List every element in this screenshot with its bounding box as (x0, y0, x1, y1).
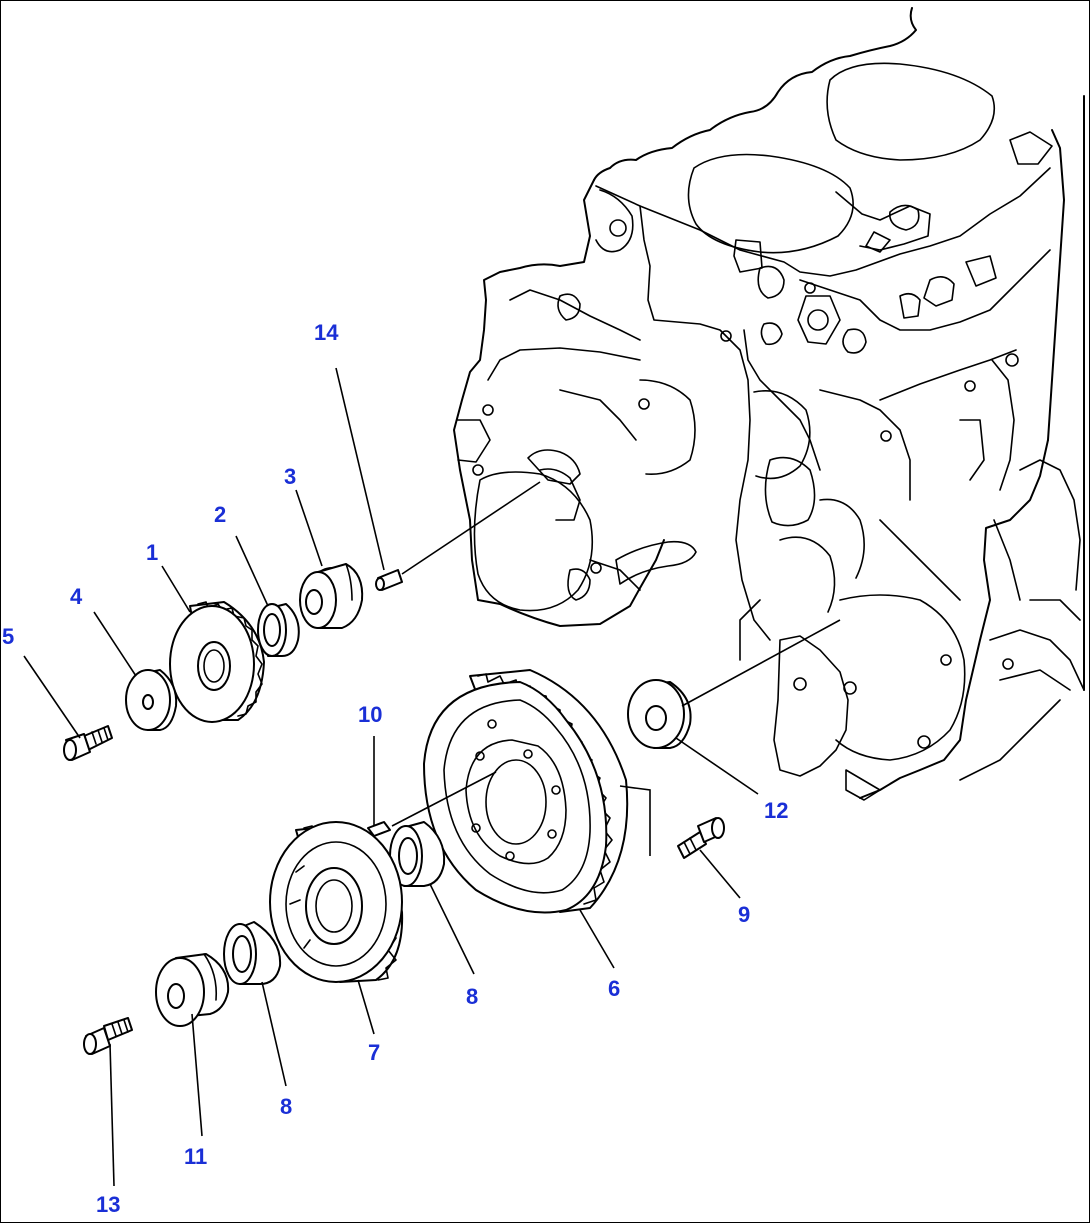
assembly-lines (391, 481, 841, 856)
part-8-bushing-upper (389, 821, 446, 887)
callout-5: 5 (2, 624, 14, 649)
callout-3: 3 (284, 464, 296, 489)
callout-13: 13 (96, 1192, 120, 1217)
callout-10: 10 (358, 702, 382, 727)
part-3-idler-shaft (299, 563, 364, 629)
part-9-bolt (677, 817, 725, 859)
part-1-idler-gear (169, 601, 265, 723)
part-11-idler-shaft (155, 953, 230, 1027)
part-12-washer (627, 679, 692, 749)
part-8-bushing-lower (223, 921, 282, 985)
callout-4: 4 (70, 584, 83, 609)
leader-lines (23, 367, 759, 1187)
callout-1: 1 (146, 540, 158, 565)
part-6-large-gear (423, 669, 629, 914)
part-14-pin (375, 569, 403, 591)
part-5-bolt (63, 725, 113, 761)
callout-11: 11 (184, 1144, 207, 1169)
callout-6: 6 (608, 976, 620, 1001)
callout-8-upper: 8 (466, 984, 478, 1009)
callout-9: 9 (738, 902, 750, 927)
callout-14: 14 (314, 320, 339, 345)
callout-labels: 14 3 2 1 4 5 10 12 9 6 8 7 8 11 13 (2, 320, 788, 1217)
part-7-gear (269, 821, 404, 983)
callout-2: 2 (214, 502, 226, 527)
part-4-thrust-washer (125, 669, 178, 731)
engine-block (453, 7, 1085, 801)
callout-8-lower: 8 (280, 1094, 292, 1119)
callout-7: 7 (368, 1040, 380, 1065)
part-10-key (367, 821, 391, 837)
callout-12: 12 (764, 798, 788, 823)
part-2-bushing (257, 603, 300, 657)
